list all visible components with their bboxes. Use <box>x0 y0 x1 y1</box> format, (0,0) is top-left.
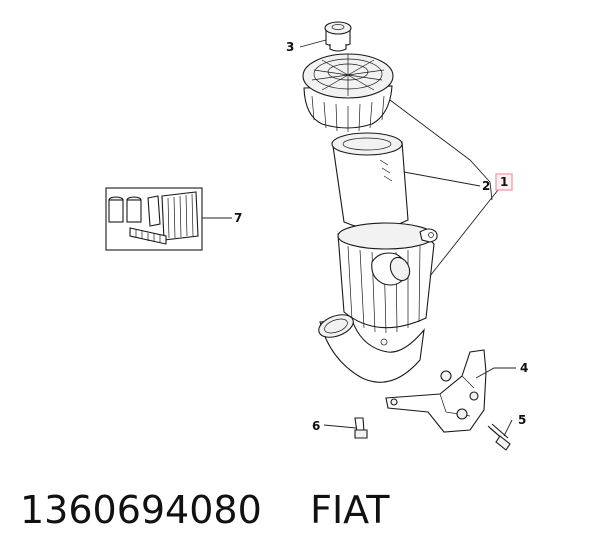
callout-1[interactable]: 1 <box>500 175 508 189</box>
callout-4[interactable]: 4 <box>520 361 528 375</box>
part-4-bracket <box>385 349 487 433</box>
callout-2[interactable]: 2 <box>482 179 490 193</box>
part-5-bolt <box>487 423 511 451</box>
part-7-filter-kit <box>105 187 203 251</box>
part-3-cap <box>324 21 352 52</box>
callout-5[interactable]: 5 <box>518 413 526 427</box>
callout-1-box <box>495 173 513 191</box>
part-filter-cover <box>302 53 394 132</box>
part-number-caption: 1360694080 FIAT <box>20 488 390 532</box>
callout-6[interactable]: 6 <box>312 419 320 433</box>
exploded-view-drawing: 1 2 3 4 5 6 7 <box>105 21 528 451</box>
callout-7[interactable]: 7 <box>234 211 242 225</box>
leader-lines <box>202 39 516 437</box>
part-6-screw <box>354 417 368 439</box>
part-2-filter-element <box>331 132 409 230</box>
callout-3[interactable]: 3 <box>286 40 294 54</box>
part-filter-housing <box>318 222 438 383</box>
